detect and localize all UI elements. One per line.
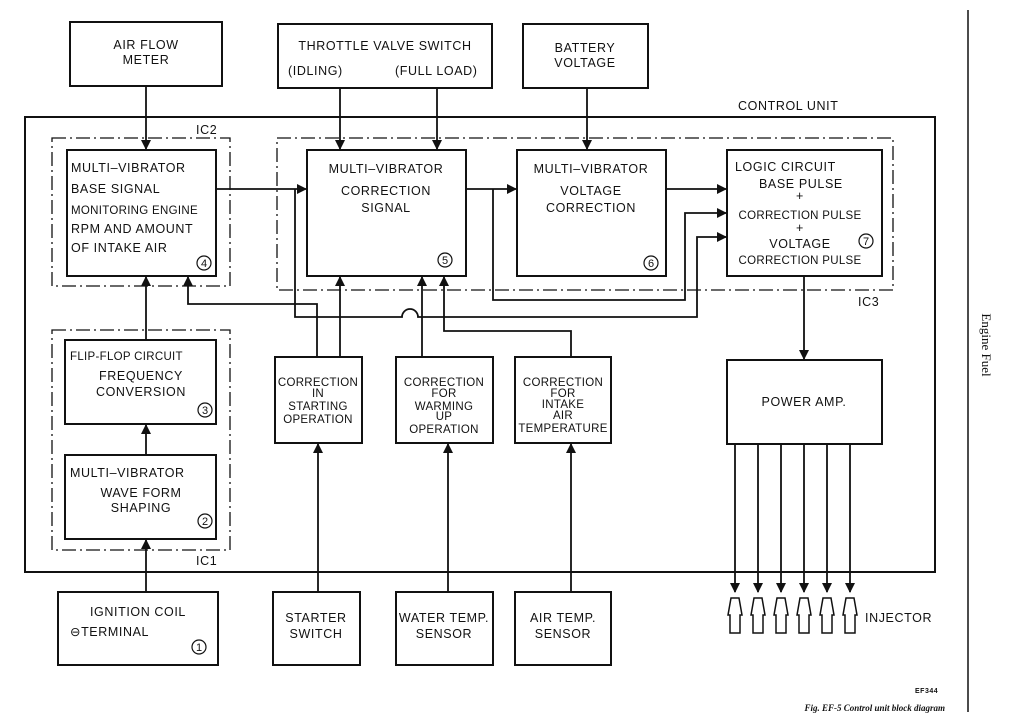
svg-text:THROTTLE VALVE SWITCH: THROTTLE VALVE SWITCH <box>298 39 471 53</box>
svg-text:SWITCH: SWITCH <box>290 627 343 641</box>
svg-text:CORRECTION PULSE: CORRECTION PULSE <box>738 210 861 222</box>
signal-wiring <box>141 86 809 592</box>
svg-text:AIR FLOW: AIR FLOW <box>113 38 178 52</box>
svg-text:(IDLING): (IDLING) <box>288 64 343 78</box>
ic3-group <box>276 137 894 291</box>
svg-text:TEMPERATURE: TEMPERATURE <box>518 423 607 435</box>
svg-text:4: 4 <box>201 258 207 270</box>
svg-text:3: 3 <box>202 405 208 417</box>
svg-text:POWER AMP.: POWER AMP. <box>762 395 847 409</box>
mv-wave-form-block: MULTI–VIBRATOR WAVE FORM SHAPING 2 <box>64 454 217 540</box>
ic3-label: IC3 <box>858 295 879 309</box>
svg-text:MULTI–VIBRATOR: MULTI–VIBRATOR <box>70 466 185 480</box>
svg-text:SENSOR: SENSOR <box>416 627 472 641</box>
air-temp-sensor-block: AIR TEMP. SENSOR <box>514 591 612 666</box>
injector-nozzle <box>796 597 812 634</box>
svg-text:OPERATION: OPERATION <box>409 424 479 436</box>
svg-text:FOR: FOR <box>550 388 575 400</box>
correction-intake-block: CORRECTION FOR INTAKE AIR TEMPERATURE <box>514 356 612 444</box>
svg-text:MULTI–VIBRATOR: MULTI–VIBRATOR <box>71 161 186 175</box>
side-label: Engine Fuel <box>979 313 994 377</box>
svg-text:CORRECTION: CORRECTION <box>341 184 431 198</box>
control-unit-frame <box>24 116 936 573</box>
svg-text:5: 5 <box>442 255 448 267</box>
svg-text:(FULL LOAD): (FULL LOAD) <box>395 64 478 78</box>
correction-starting-block: CORRECTION IN STARTING OPERATION <box>274 356 363 444</box>
air-flow-meter-block: AIR FLOW METER <box>69 21 223 87</box>
figure-caption: Fig. EF-5 Control unit block diagram <box>803 703 945 713</box>
logic-circuit-block: LOGIC CIRCUIT BASE PULSE + CORRECTION PU… <box>726 149 883 277</box>
svg-text:SHAPING: SHAPING <box>111 501 171 515</box>
svg-text:VOLTAGE: VOLTAGE <box>769 237 830 251</box>
svg-text:1: 1 <box>196 642 202 654</box>
svg-text:CONVERSION: CONVERSION <box>96 385 186 399</box>
starter-switch-block: STARTER SWITCH <box>272 591 361 666</box>
svg-text:IN: IN <box>312 388 324 400</box>
svg-text:OPERATION: OPERATION <box>283 414 353 426</box>
svg-text:INTAKE: INTAKE <box>542 399 585 411</box>
svg-text:BASE SIGNAL: BASE SIGNAL <box>71 182 160 196</box>
svg-text:AIR: AIR <box>553 410 573 422</box>
svg-text:CORRECTION: CORRECTION <box>546 201 636 215</box>
ic2-group <box>51 137 231 287</box>
injector-nozzle <box>727 597 743 634</box>
throttle-valve-switch-block: THROTTLE VALVE SWITCH (IDLING) (FULL LOA… <box>277 23 493 89</box>
svg-text:RPM AND AMOUNT: RPM AND AMOUNT <box>71 222 193 236</box>
flip-flop-block: FLIP-FLOP CIRCUIT FREQUENCY CONVERSION 3 <box>64 339 217 425</box>
svg-text:WARMING: WARMING <box>415 401 474 413</box>
ic2-label: IC2 <box>196 123 217 137</box>
ic1-label: IC1 <box>196 554 217 568</box>
injector-group <box>727 444 858 634</box>
svg-text:BATTERY: BATTERY <box>555 41 616 55</box>
svg-text:⊖TERMINAL: ⊖TERMINAL <box>70 625 149 639</box>
svg-text:BASE PULSE: BASE PULSE <box>759 177 843 191</box>
ic1-group <box>51 329 231 551</box>
svg-text:6: 6 <box>648 258 654 270</box>
svg-text:CORRECTION: CORRECTION <box>523 377 603 389</box>
svg-text:SIGNAL: SIGNAL <box>361 201 410 215</box>
power-amp-block: POWER AMP. <box>726 359 883 445</box>
svg-text:STARTER: STARTER <box>285 611 346 625</box>
svg-text:OF INTAKE AIR: OF INTAKE AIR <box>71 241 167 255</box>
svg-text:UP: UP <box>436 411 453 423</box>
svg-text:SENSOR: SENSOR <box>535 627 591 641</box>
injector-nozzle <box>819 597 835 634</box>
injector-nozzle <box>842 597 858 634</box>
svg-text:LOGIC CIRCUIT: LOGIC CIRCUIT <box>735 160 836 174</box>
ignition-coil-block: IGNITION COIL ⊖TERMINAL 1 <box>57 591 219 666</box>
control-unit-label: CONTROL UNIT <box>738 99 839 113</box>
injector-nozzle <box>750 597 766 634</box>
water-temp-sensor-block: WATER TEMP. SENSOR <box>395 591 494 666</box>
mv-base-signal-block: MULTI–VIBRATOR BASE SIGNAL MONITORING EN… <box>66 149 217 277</box>
injector-nozzle <box>773 597 789 634</box>
svg-text:CORRECTION PULSE: CORRECTION PULSE <box>738 255 861 267</box>
svg-text:FOR: FOR <box>431 388 456 400</box>
svg-text:FREQUENCY: FREQUENCY <box>99 369 183 383</box>
svg-text:FLIP-FLOP CIRCUIT: FLIP-FLOP CIRCUIT <box>70 351 183 363</box>
svg-text:MULTI–VIBRATOR: MULTI–VIBRATOR <box>329 162 444 176</box>
svg-text:WATER TEMP.: WATER TEMP. <box>399 611 489 625</box>
correction-warming-block: CORRECTION FOR WARMING UP OPERATION <box>395 356 494 444</box>
svg-text:7: 7 <box>863 236 869 248</box>
mv-correction-signal-block: MULTI–VIBRATOR CORRECTION SIGNAL 5 <box>306 149 467 277</box>
svg-text:VOLTAGE: VOLTAGE <box>560 184 621 198</box>
svg-text:CORRECTION: CORRECTION <box>278 377 358 389</box>
svg-text:WAVE FORM: WAVE FORM <box>100 486 181 500</box>
svg-text:MULTI–VIBRATOR: MULTI–VIBRATOR <box>534 162 649 176</box>
battery-voltage-block: BATTERY VOLTAGE <box>522 23 649 89</box>
svg-text:CORRECTION: CORRECTION <box>404 377 484 389</box>
svg-text:AIR TEMP.: AIR TEMP. <box>530 611 596 625</box>
mv-voltage-correction-block: MULTI–VIBRATOR VOLTAGE CORRECTION 6 <box>516 149 667 277</box>
svg-text:+: + <box>796 189 804 203</box>
svg-text:STARTING: STARTING <box>288 401 347 413</box>
svg-text:METER: METER <box>123 53 170 67</box>
svg-text:MONITORING ENGINE: MONITORING ENGINE <box>71 205 198 217</box>
svg-text:+: + <box>796 221 804 235</box>
svg-text:IGNITION COIL: IGNITION COIL <box>90 605 186 619</box>
svg-text:VOLTAGE: VOLTAGE <box>554 56 615 70</box>
svg-text:2: 2 <box>202 516 208 528</box>
injector-label: INJECTOR <box>865 611 932 625</box>
figure-code: EF344 <box>915 688 938 695</box>
